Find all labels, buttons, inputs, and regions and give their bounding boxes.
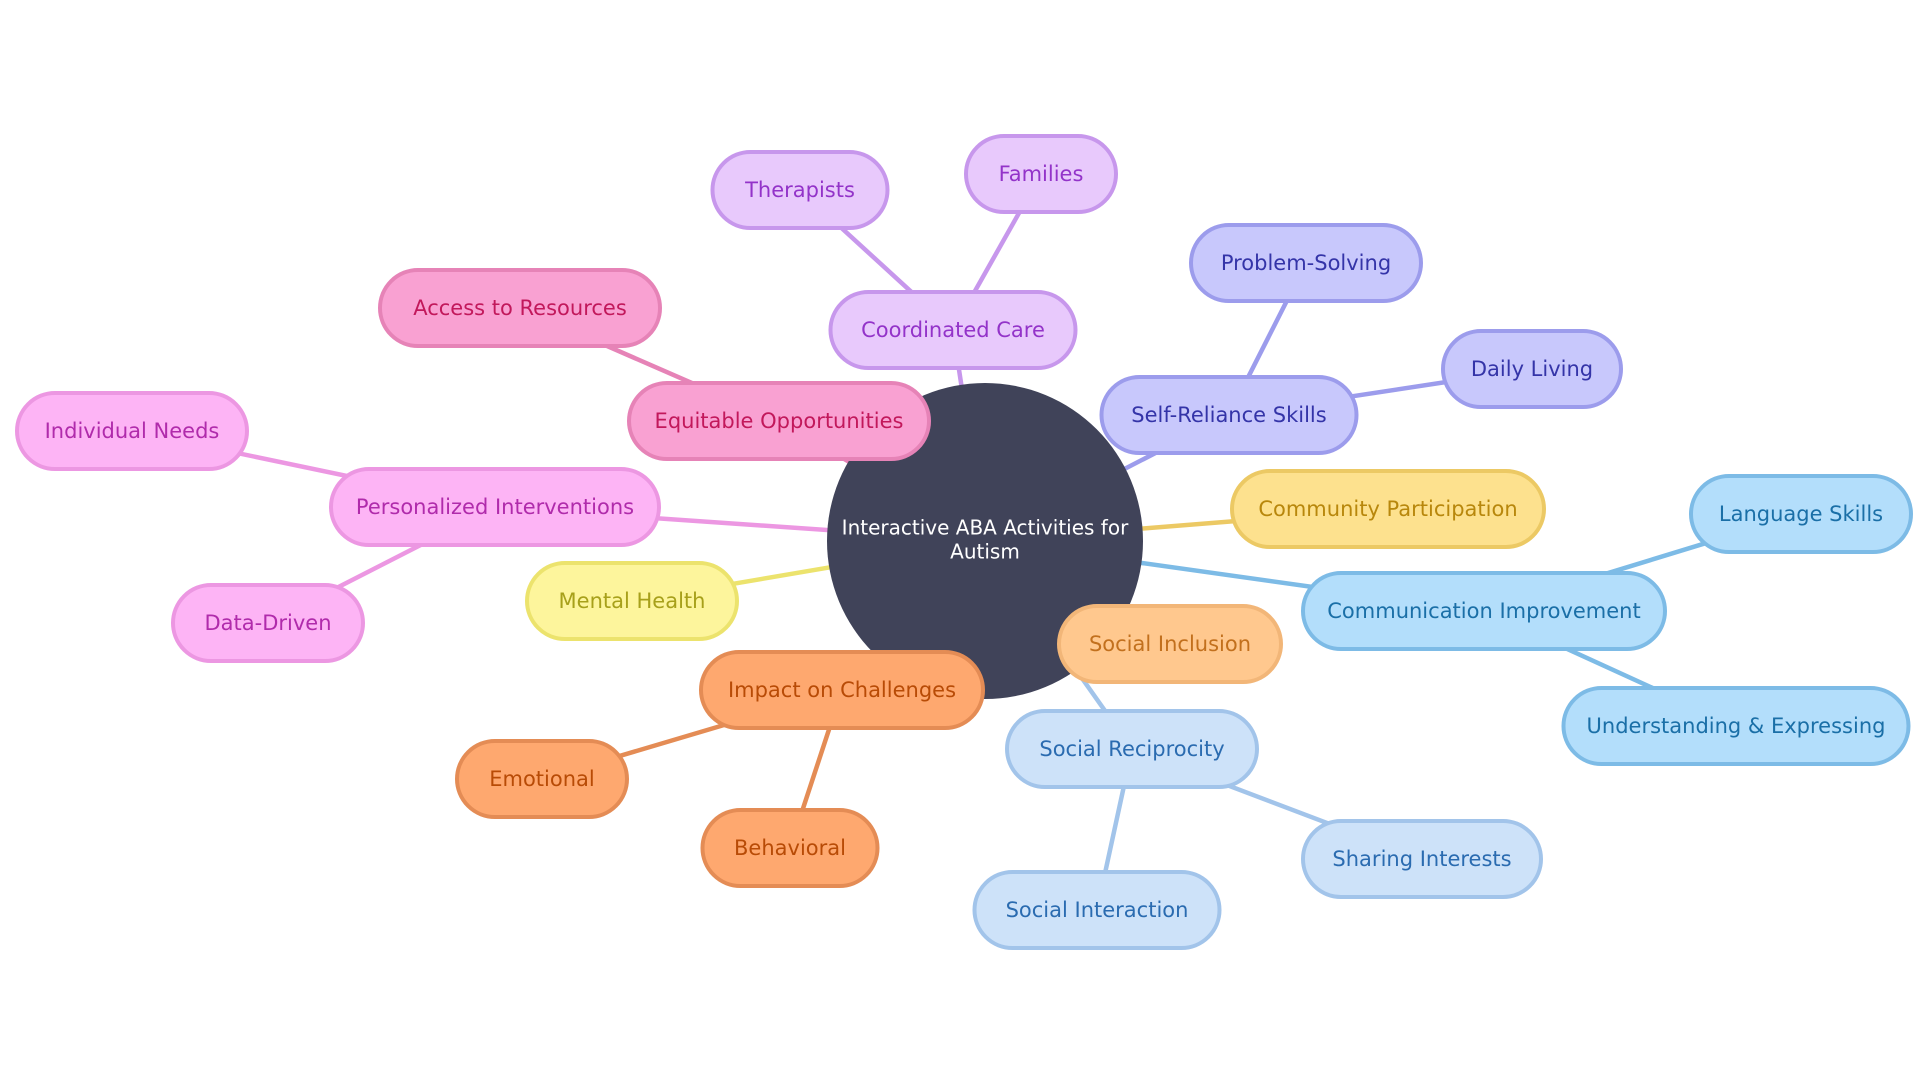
node-mental-health: Mental Health bbox=[525, 561, 739, 641]
node-box-self-reliance-skills bbox=[1099, 375, 1359, 455]
node-problem-solving: Problem-Solving bbox=[1189, 223, 1423, 303]
node-social-inclusion: Social Inclusion bbox=[1057, 604, 1283, 684]
node-label-emotional: Emotional bbox=[489, 767, 595, 791]
node-language-skills: Language Skills bbox=[1689, 474, 1913, 554]
node-communication-improvement: Communication Improvement bbox=[1301, 571, 1667, 651]
node-label-therapists: Therapists bbox=[744, 178, 855, 202]
node-individual-needs: Individual Needs bbox=[15, 391, 249, 471]
node-label-sharing-interests: Sharing Interests bbox=[1332, 847, 1511, 871]
center-label-line-2: Autism bbox=[950, 540, 1020, 564]
node-emotional: Emotional bbox=[455, 739, 629, 819]
node-understanding-expressing: Understanding & Expressing bbox=[1561, 686, 1911, 766]
node-label-social-inclusion: Social Inclusion bbox=[1089, 632, 1251, 656]
node-label-daily-living: Daily Living bbox=[1471, 357, 1593, 381]
node-label-data-driven: Data-Driven bbox=[204, 611, 331, 635]
node-box-understanding-expressing bbox=[1561, 686, 1911, 766]
node-access-to-resources: Access to Resources bbox=[378, 268, 662, 348]
node-self-reliance-skills: Self-Reliance Skills bbox=[1099, 375, 1359, 455]
node-box-social-reciprocity bbox=[1005, 709, 1259, 789]
node-label-behavioral: Behavioral bbox=[734, 836, 846, 860]
node-label-personalized-interventions: Personalized Interventions bbox=[356, 495, 634, 519]
node-box-equitable-opportunities bbox=[627, 381, 931, 461]
node-impact-on-challenges: Impact on Challenges bbox=[699, 650, 985, 730]
center-circle bbox=[827, 383, 1143, 699]
node-coordinated-care: Coordinated Care bbox=[828, 290, 1078, 370]
node-box-impact-on-challenges bbox=[699, 650, 985, 730]
node-label-mental-health: Mental Health bbox=[559, 589, 706, 613]
node-behavioral: Behavioral bbox=[700, 808, 880, 888]
center-label-line-1: Interactive ABA Activities for bbox=[842, 516, 1129, 540]
node-daily-living: Daily Living bbox=[1441, 329, 1623, 409]
node-label-understanding-expressing: Understanding & Expressing bbox=[1587, 714, 1886, 738]
node-box-emotional bbox=[455, 739, 629, 819]
node-box-behavioral bbox=[700, 808, 880, 888]
node-equitable-opportunities: Equitable Opportunities bbox=[627, 381, 931, 461]
node-label-access-to-resources: Access to Resources bbox=[413, 296, 627, 320]
node-label-social-reciprocity: Social Reciprocity bbox=[1039, 737, 1224, 761]
node-label-self-reliance-skills: Self-Reliance Skills bbox=[1131, 403, 1326, 427]
node-label-coordinated-care: Coordinated Care bbox=[861, 318, 1045, 342]
node-community-participation: Community Participation bbox=[1230, 469, 1546, 549]
node-box-social-inclusion bbox=[1057, 604, 1283, 684]
node-box-community-participation bbox=[1230, 469, 1546, 549]
node-label-social-interaction: Social Interaction bbox=[1006, 898, 1189, 922]
node-therapists: Therapists bbox=[710, 150, 890, 230]
node-label-equitable-opportunities: Equitable Opportunities bbox=[655, 409, 904, 433]
node-data-driven: Data-Driven bbox=[171, 583, 365, 663]
node-box-coordinated-care bbox=[828, 290, 1078, 370]
node-label-communication-improvement: Communication Improvement bbox=[1327, 599, 1640, 623]
node-box-individual-needs bbox=[15, 391, 249, 471]
node-label-individual-needs: Individual Needs bbox=[45, 419, 220, 443]
node-box-access-to-resources bbox=[378, 268, 662, 348]
node-box-families bbox=[964, 134, 1118, 214]
node-box-mental-health bbox=[525, 561, 739, 641]
node-sharing-interests: Sharing Interests bbox=[1301, 819, 1543, 899]
node-social-reciprocity: Social Reciprocity bbox=[1005, 709, 1259, 789]
node-box-social-interaction bbox=[972, 870, 1222, 950]
node-label-language-skills: Language Skills bbox=[1719, 502, 1883, 526]
node-box-sharing-interests bbox=[1301, 819, 1543, 899]
node-box-communication-improvement bbox=[1301, 571, 1667, 651]
node-box-therapists bbox=[710, 150, 890, 230]
node-box-daily-living bbox=[1441, 329, 1623, 409]
node-box-language-skills bbox=[1689, 474, 1913, 554]
node-social-interaction: Social Interaction bbox=[972, 870, 1222, 950]
node-families: Families bbox=[964, 134, 1118, 214]
node-label-community-participation: Community Participation bbox=[1258, 497, 1517, 521]
node-label-impact-on-challenges: Impact on Challenges bbox=[728, 678, 956, 702]
node-personalized-interventions: Personalized Interventions bbox=[329, 467, 661, 547]
center-node: Interactive ABA Activities for Autism bbox=[827, 383, 1143, 699]
node-box-problem-solving bbox=[1189, 223, 1423, 303]
node-box-personalized-interventions bbox=[329, 467, 661, 547]
node-label-families: Families bbox=[999, 162, 1084, 186]
node-box-data-driven bbox=[171, 583, 365, 663]
node-label-problem-solving: Problem-Solving bbox=[1221, 251, 1391, 275]
